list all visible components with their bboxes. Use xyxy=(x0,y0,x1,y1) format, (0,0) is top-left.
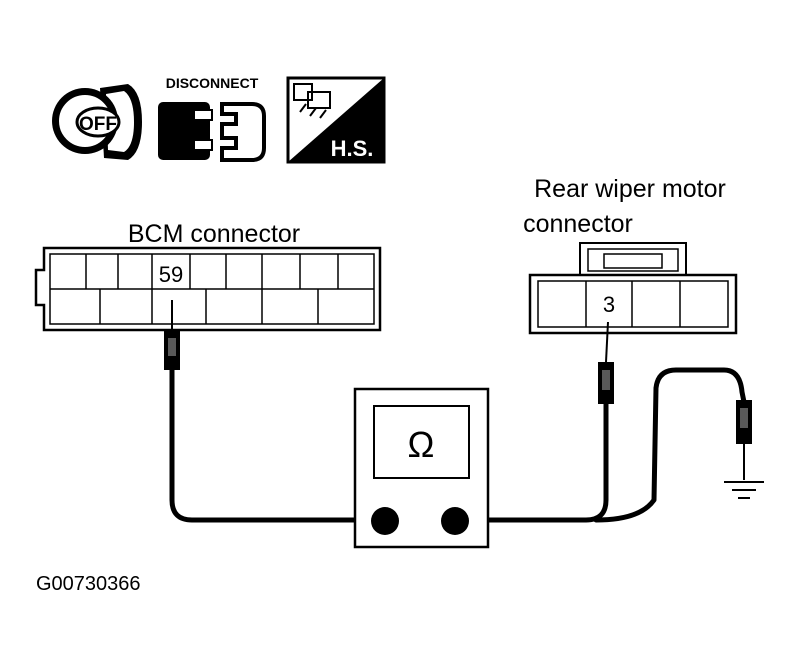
ignition-key-icon: OFF xyxy=(52,84,142,160)
bcm-lead-wire xyxy=(169,367,381,523)
ohm-symbol: Ω xyxy=(408,424,435,465)
wiper-lead-wire xyxy=(453,401,609,523)
wiper-motor-connector: 3 xyxy=(528,242,738,335)
bcm-probe xyxy=(164,300,180,370)
wiper-terminal-3: 3 xyxy=(603,292,615,317)
bcm-connector-label: BCM connector xyxy=(128,220,300,248)
wiper-connector-label-line2: connector xyxy=(523,210,633,238)
hs-label: H.S. xyxy=(331,136,374,161)
wiper-probe xyxy=(598,321,614,404)
harness-seat-icon: H.S. xyxy=(286,76,386,164)
meter-terminal-right xyxy=(441,507,469,535)
ground-probe xyxy=(736,400,752,480)
ground-lead-wire xyxy=(593,367,747,523)
ignition-off-label: OFF xyxy=(79,114,117,135)
bcm-connector: 59 xyxy=(34,246,382,332)
bcm-terminal-59: 59 xyxy=(159,262,183,287)
ohmmeter: Ω xyxy=(353,387,490,549)
disconnect-connector-icon: DISCONNECT xyxy=(158,75,266,162)
wiper-connector-label-line1: Rear wiper motor xyxy=(534,175,726,203)
meter-terminal-left xyxy=(371,507,399,535)
disconnect-label: DISCONNECT xyxy=(166,75,259,91)
ground-symbol-icon xyxy=(724,481,764,499)
figure-id: G00730366 xyxy=(36,573,141,595)
